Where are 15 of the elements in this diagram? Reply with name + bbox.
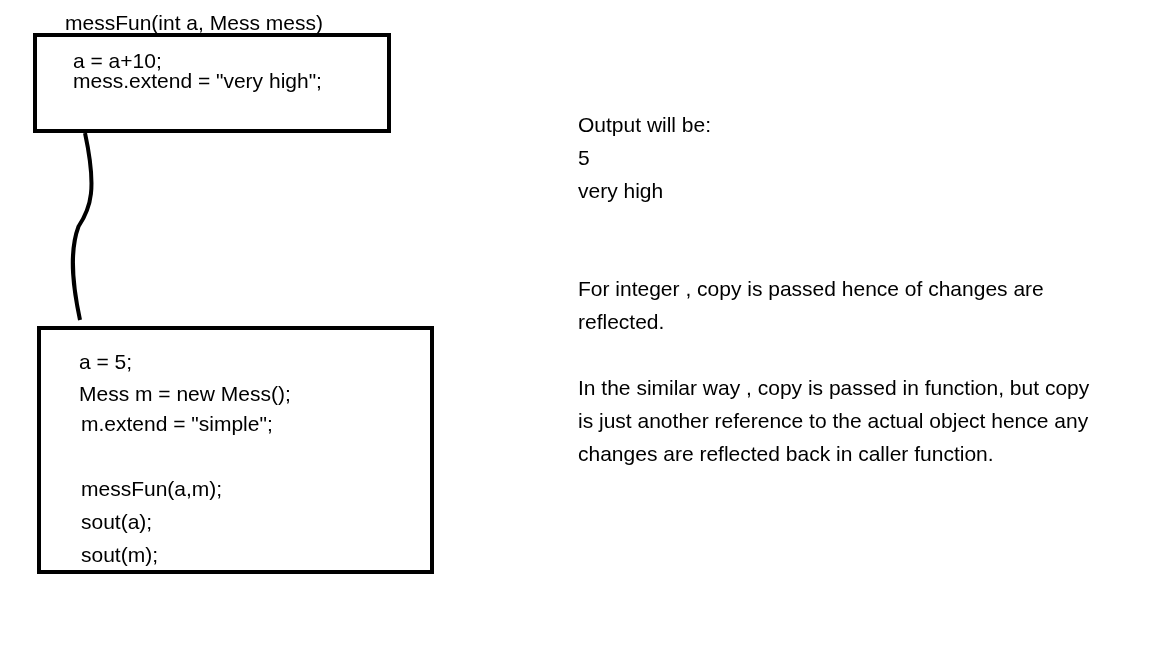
explanation-paragraph: For integer , copy is passed hence of changes are reflected. — [578, 276, 1045, 335]
code-line: sout(a); — [81, 510, 153, 534]
code-line: messFun(a,m); — [81, 477, 223, 501]
function-signature: messFun(int a, Mess mess) — [65, 11, 323, 35]
code-line: Mess m = new Mess(); — [79, 382, 291, 406]
code-box — [37, 326, 434, 574]
explanation-paragraph: In the similar way , copy is passed in function, but copy is just another reference to the actual object hence any changes are reflected back in caller function. — [578, 375, 1091, 467]
code-line: a = a+10; — [73, 49, 162, 73]
output-text: very high — [578, 178, 665, 204]
output-text: 5 — [578, 145, 591, 171]
output-text: Output will be: — [578, 112, 713, 138]
wavy-connector-line — [70, 132, 94, 321]
code-line: a = 5; — [79, 350, 133, 374]
code-line: m.extend = "simple"; — [81, 412, 273, 436]
code-line: sout(m); — [81, 543, 158, 567]
